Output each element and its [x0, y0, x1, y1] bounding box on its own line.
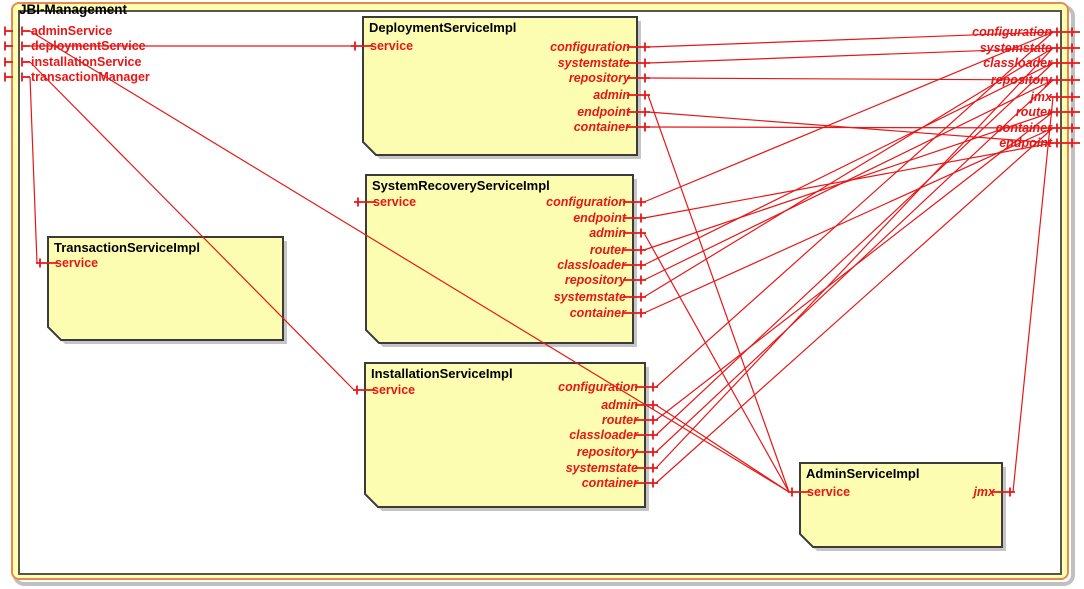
port-label-DeploymentServiceImpl-service[interactable]: service [370, 39, 414, 53]
component-title-AdminServiceImpl: AdminServiceImpl [806, 466, 920, 481]
port-label-InstallationServiceImpl-router[interactable]: router [601, 413, 638, 427]
container-port-label-systemstate[interactable]: systemstate [979, 41, 1052, 55]
container-port-label-classloader[interactable]: classloader [983, 56, 1052, 70]
component-title-TransactionServiceImpl: TransactionServiceImpl [54, 240, 200, 255]
port-label-InstallationServiceImpl-systemstate[interactable]: systemstate [565, 461, 638, 475]
port-label-DeploymentServiceImpl-container[interactable]: container [573, 120, 630, 134]
port-label-SystemRecoveryServiceImpl-service[interactable]: service [373, 195, 417, 209]
port-label-DeploymentServiceImpl-systemstate[interactable]: systemstate [557, 56, 630, 70]
container-port-label-router[interactable]: router [1015, 105, 1052, 119]
port-label-SystemRecoveryServiceImpl-configuration[interactable]: configuration [546, 195, 626, 209]
component-title-SystemRecoveryServiceImpl: SystemRecoveryServiceImpl [372, 178, 550, 193]
port-label-SystemRecoveryServiceImpl-container[interactable]: container [569, 306, 626, 320]
port-label-DeploymentServiceImpl-admin[interactable]: admin [593, 88, 630, 102]
port-label-TransactionServiceImpl-service[interactable]: service [55, 256, 99, 270]
port-label-InstallationServiceImpl-classloader[interactable]: classloader [569, 428, 638, 442]
port-label-DeploymentServiceImpl-repository[interactable]: repository [568, 71, 630, 85]
port-label-InstallationServiceImpl-configuration[interactable]: configuration [558, 380, 638, 394]
port-label-InstallationServiceImpl-service[interactable]: service [372, 383, 416, 397]
port-label-SystemRecoveryServiceImpl-admin[interactable]: admin [589, 226, 626, 240]
port-label-InstallationServiceImpl-container[interactable]: container [581, 476, 638, 490]
component-title-DeploymentServiceImpl: DeploymentServiceImpl [369, 20, 517, 35]
port-label-InstallationServiceImpl-repository[interactable]: repository [576, 445, 638, 459]
container-port-label-deploymentService[interactable]: deploymentService [31, 39, 146, 53]
port-label-DeploymentServiceImpl-configuration[interactable]: configuration [550, 40, 630, 54]
container-title: JBI-Management [19, 2, 128, 17]
port-label-AdminServiceImpl-jmx[interactable]: jmx [973, 485, 995, 499]
port-label-SystemRecoveryServiceImpl-repository[interactable]: repository [564, 273, 626, 287]
container-port-label-jmx[interactable]: jmx [1030, 90, 1052, 104]
port-label-SystemRecoveryServiceImpl-router[interactable]: router [589, 243, 626, 257]
port-label-AdminServiceImpl-service[interactable]: service [807, 485, 851, 499]
port-label-SystemRecoveryServiceImpl-endpoint[interactable]: endpoint [573, 211, 626, 225]
port-label-SystemRecoveryServiceImpl-classloader[interactable]: classloader [557, 258, 626, 272]
container-port-label-adminService[interactable]: adminService [31, 24, 113, 38]
port-label-SystemRecoveryServiceImpl-systemstate[interactable]: systemstate [553, 290, 626, 304]
container-port-label-transactionManager[interactable]: transactionManager [31, 70, 150, 84]
port-label-DeploymentServiceImpl-endpoint[interactable]: endpoint [577, 105, 630, 119]
container-port-label-container[interactable]: container [995, 121, 1052, 135]
container-port-label-configuration[interactable]: configuration [972, 25, 1052, 39]
container-port-label-repository[interactable]: repository [990, 73, 1052, 87]
container-port-label-installationService[interactable]: installationService [31, 55, 142, 69]
port-label-InstallationServiceImpl-admin[interactable]: admin [601, 398, 638, 412]
container-port-label-endpoint[interactable]: endpoint [999, 136, 1052, 150]
